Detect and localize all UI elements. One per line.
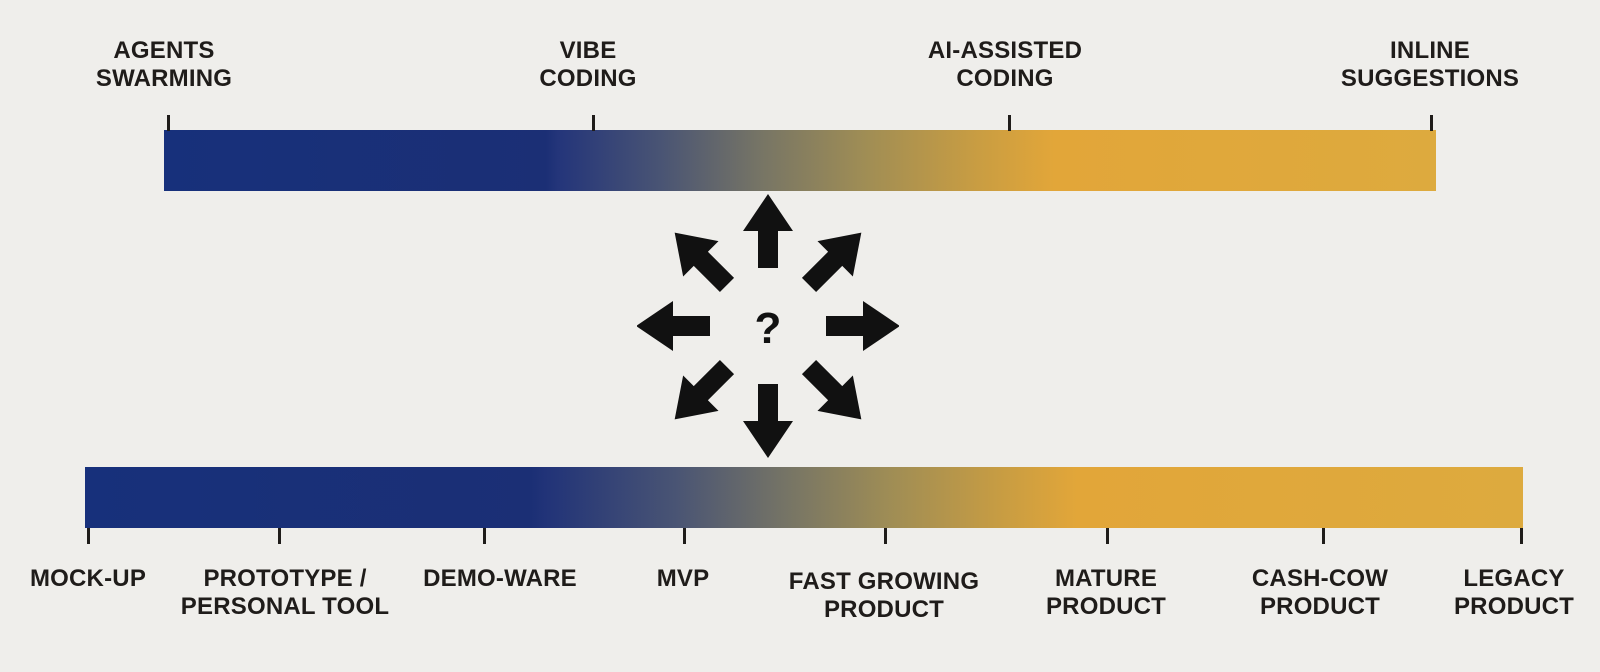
bottom-label-fast-growing-product: FAST GROWING PRODUCT [788,568,980,623]
bottom-tick-mock-up [87,528,90,544]
bottom-tick-mature [1106,528,1109,544]
bottom-label-mvp: MVP [656,565,710,592]
bottom-tick-fast-growing [884,528,887,544]
bottom-tick-mvp [683,528,686,544]
top-label-ai-assisted-coding: AI-ASSISTED CODING [927,37,1083,92]
top-label-inline-suggestions: INLINE SUGGESTIONS [1340,37,1520,92]
bottom-label-demo-ware: DEMO-WARE [423,565,577,592]
bottom-tick-cash-cow [1322,528,1325,544]
top-tick-inline [1430,115,1433,131]
bottom-label-prototype-personal-tool: PROTOTYPE / PERSONAL TOOL [180,565,390,620]
bottom-label-mock-up: MOCK-UP [29,565,147,592]
top-tick-agents [167,115,170,131]
bottom-gradient-bar [85,467,1523,528]
top-label-vibe-coding: VIBE CODING [539,37,637,92]
bottom-label-cash-cow-product: CASH-COW PRODUCT [1251,565,1389,620]
top-tick-ai-assisted [1008,115,1011,131]
bottom-label-legacy-product: LEGACY PRODUCT [1453,565,1575,620]
bottom-label-mature-product: MATURE PRODUCT [1045,565,1167,620]
bottom-tick-prototype [278,528,281,544]
top-tick-vibe [592,115,595,131]
bottom-tick-legacy [1520,528,1523,544]
top-label-agents-swarming: AGENTS SWARMING [95,37,233,92]
question-arrows-icon: ? [637,194,899,462]
bottom-tick-demo-ware [483,528,486,544]
top-gradient-bar [164,130,1436,191]
question-mark: ? [755,304,782,353]
